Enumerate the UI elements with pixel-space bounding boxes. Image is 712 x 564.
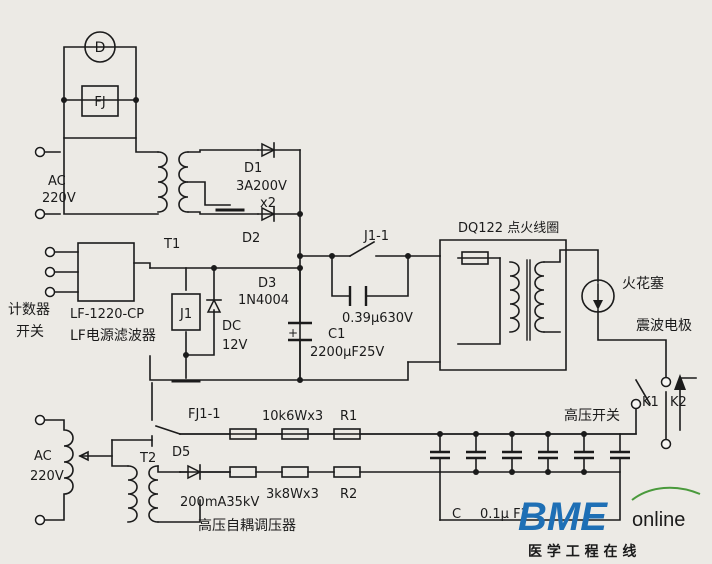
label-d1-count: x2: [260, 196, 276, 211]
logo-brand: BME: [518, 495, 608, 539]
label-r2-value: 3k8Wx3: [266, 487, 319, 502]
label-c1-value: 2200μF25V: [310, 345, 384, 360]
label-filter-name: LF电源滤波器: [70, 328, 156, 344]
label-r2: R2: [340, 487, 357, 502]
diode-d1: [261, 142, 276, 158]
label-t2: T2: [139, 451, 156, 466]
label-cap-bank-value: 0.1μ F3: [480, 507, 529, 522]
label-hv-switch: 高压开关: [564, 407, 620, 424]
label-12v: 12V: [222, 338, 248, 353]
label-spark-plug: 火花塞: [622, 275, 664, 292]
label-d1: D1: [244, 161, 262, 176]
label-counter: 计数器: [8, 302, 50, 318]
diode-d2: [261, 206, 276, 222]
terminals: [34, 146, 672, 526]
label-fj1-1: FJ1-1: [188, 407, 221, 422]
label-c1: C1: [328, 327, 345, 342]
resistor-r1: [229, 428, 361, 440]
logo-tagline: 医 学 工 程 在 线: [528, 543, 636, 560]
coil-resistor: [461, 251, 489, 265]
wiring: [39, 46, 697, 523]
junctions: [61, 97, 587, 475]
label-d2: D2: [242, 231, 260, 246]
motor-d-symbol: [84, 31, 116, 63]
bme-online-logo: BME online 医 学 工 程 在 线: [518, 486, 701, 560]
label-d: D: [95, 40, 106, 56]
spark-plug-symbol: [581, 279, 615, 313]
relay-j1-box: [171, 293, 201, 331]
label-j1: J1: [179, 307, 192, 322]
capacitor-small: [348, 286, 368, 306]
label-220v-bottom: 220V: [30, 469, 64, 484]
label-t1: T1: [163, 237, 180, 252]
label-d5-rating: 200mA35kV: [180, 495, 259, 510]
label-r1-value: 10k6Wx3: [262, 409, 323, 424]
label-d1-rating: 3A200V: [236, 179, 287, 194]
label-shock-electrode: 震波电极: [636, 318, 692, 334]
label-plus: +: [288, 326, 298, 340]
label-d3-part: 1N4004: [238, 293, 289, 308]
capacitor-bank: [430, 433, 630, 473]
label-r1: R1: [340, 409, 357, 424]
label-j1-1: J1-1: [363, 229, 389, 244]
label-fj: FJ: [94, 95, 105, 110]
label-220v-top: 220V: [42, 191, 76, 206]
label-ac-top: AC: [48, 174, 66, 189]
label-filter-part: LF-1220-CP: [70, 307, 144, 322]
fj-relay-box: [81, 85, 119, 117]
label-ignition-coil: DQ122 点火线圈: [458, 221, 559, 236]
label-dc: DC: [222, 319, 241, 334]
resistor-r2: [229, 466, 361, 478]
label-ac-bottom: AC: [34, 449, 52, 464]
label-k2: K2: [670, 395, 687, 410]
label-k1: K1: [642, 395, 659, 410]
label-d3: D3: [258, 276, 276, 291]
label-switch: 开关: [16, 324, 44, 340]
label-cap-bank: C: [452, 507, 461, 522]
diode-d3: [206, 298, 222, 313]
label-small-cap: 0.39μ630V: [342, 311, 413, 326]
power-filter-box: [77, 242, 135, 302]
label-d5: D5: [172, 445, 190, 460]
label-autotransformer: 高压自耦调压器: [198, 517, 296, 534]
logo-online: online: [632, 509, 685, 531]
